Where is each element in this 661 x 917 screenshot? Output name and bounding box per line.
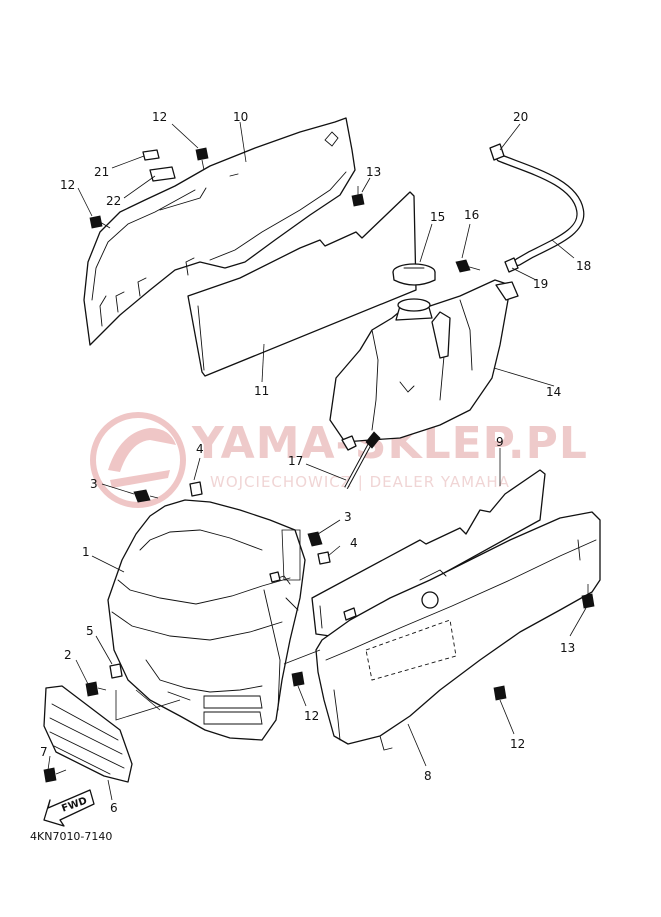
callout-12-lower-right: 12	[510, 737, 525, 751]
callout-21: 21	[94, 165, 109, 179]
callout-9: 9	[496, 435, 504, 449]
callout-18: 18	[576, 259, 591, 273]
front-grille-6	[43, 685, 133, 783]
callout-3-left: 3	[90, 477, 98, 491]
callout-12-top: 12	[152, 110, 167, 124]
fwd-arrow-icon: FWD	[43, 789, 95, 827]
callout-6: 6	[110, 801, 118, 815]
callout-13-lower: 13	[560, 641, 575, 655]
clip-5	[109, 663, 123, 679]
diagram-code: 4KN7010-7140	[30, 830, 112, 843]
screw-3-right	[307, 531, 323, 547]
callout-7: 7	[40, 745, 48, 759]
emblem-22	[149, 166, 176, 182]
callout-1: 1	[82, 545, 90, 559]
tank-cap-15	[392, 263, 436, 286]
screw-2	[85, 681, 107, 697]
callout-15: 15	[430, 210, 445, 224]
right-side-cover-8	[315, 511, 601, 751]
screw-13-lower	[581, 584, 595, 609]
screw-12-lower-right	[493, 685, 507, 701]
callout-labels: 20 12 10 21 22 12 13 15 16 18 19 14 11 9…	[40, 110, 591, 815]
callout-14: 14	[546, 385, 561, 399]
hose-clamp-19	[504, 257, 519, 273]
emblem-21	[142, 149, 160, 161]
hose-clip-20	[489, 143, 505, 161]
leader-lines	[47, 121, 587, 801]
left-side-cover	[83, 117, 356, 346]
bolt-16	[455, 259, 481, 273]
callout-12-left: 12	[60, 178, 75, 192]
callout-17: 17	[288, 454, 303, 468]
screw-7	[43, 767, 67, 783]
screw-12-mid	[291, 671, 305, 687]
callout-5: 5	[86, 624, 94, 638]
front-cowl-1	[107, 499, 306, 741]
screw-12-left	[89, 215, 111, 229]
screw-12-top	[195, 147, 209, 171]
callout-8: 8	[424, 769, 432, 783]
tank-14	[329, 279, 519, 451]
nut-4-left	[189, 481, 203, 497]
side-pad-11	[187, 191, 417, 377]
callout-20: 20	[513, 110, 528, 124]
callout-22: 22	[106, 194, 121, 208]
nut-4-right	[317, 551, 331, 565]
callout-3-right: 3	[344, 510, 352, 524]
bolt-17	[344, 431, 381, 489]
watermark-tagline: WOJCIECHOWICZ | DEALER YAMAHA	[210, 473, 510, 491]
screw-3-left	[133, 489, 159, 503]
yamaha-logo-mark	[90, 412, 186, 508]
callout-12-mid: 12	[304, 709, 319, 723]
callout-4-right: 4	[350, 536, 358, 550]
screw-13-upper	[351, 186, 365, 207]
callout-19: 19	[533, 277, 548, 291]
callout-16: 16	[464, 208, 479, 222]
callout-11: 11	[254, 384, 269, 398]
callout-4-left: 4	[196, 442, 204, 456]
callout-2: 2	[64, 648, 72, 662]
callout-13-upper: 13	[366, 165, 381, 179]
hose-18	[496, 154, 585, 266]
callout-10: 10	[233, 110, 248, 124]
